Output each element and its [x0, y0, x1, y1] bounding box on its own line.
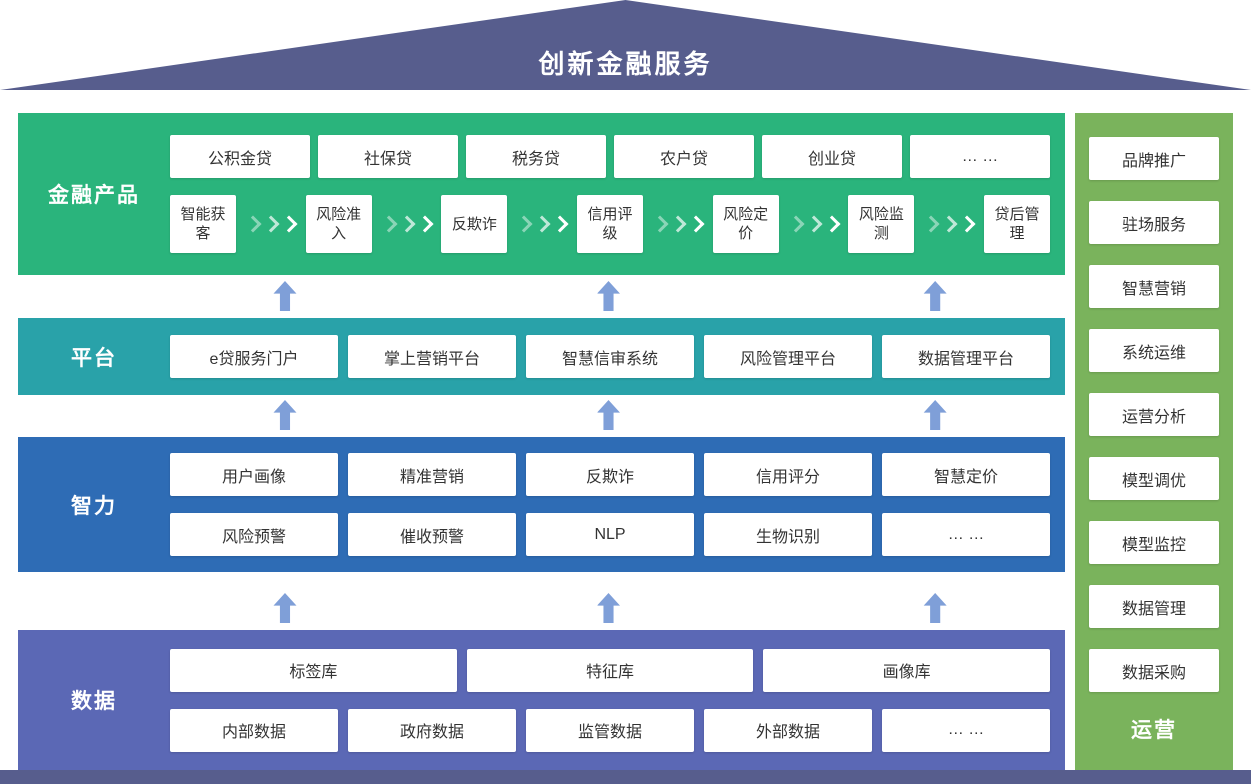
- data-source-item: 内部数据: [170, 708, 338, 752]
- data-row-1: 标签库 特征库 画像库: [170, 648, 1051, 692]
- intelligence-item: 生物识别: [704, 513, 872, 556]
- operations-item: 数据采购: [1089, 649, 1219, 692]
- up-arrow-icon: [923, 400, 947, 430]
- up-arrow-icon: [923, 593, 947, 623]
- operations-item: 系统运维: [1089, 329, 1219, 372]
- intelligence-item: 智慧定价: [882, 453, 1050, 496]
- process-step: 风险定价: [712, 195, 779, 253]
- process-step: 贷后管理: [984, 195, 1051, 253]
- band-platform: 平台 e贷服务门户 掌上营销平台 智慧信审系统 风险管理平台 数据管理平台: [18, 318, 1065, 395]
- loan-process-flow: 智能获客 风险准入 反欺诈 信用评级 风险定价 风险监测 贷后管理: [170, 195, 1051, 253]
- band-platform-content: e贷服务门户 掌上营销平台 智慧信审系统 风险管理平台 数据管理平台: [170, 318, 1065, 395]
- band-financial-products-label: 金融产品: [48, 184, 140, 207]
- layer-gap: [18, 395, 1065, 437]
- up-arrow-icon: [273, 593, 297, 623]
- platform-item: 智慧信审系统: [526, 335, 694, 378]
- band-data: 数据 标签库 特征库 画像库 内部数据 政府数据 监管数据 外部数据 … …: [18, 630, 1065, 770]
- chevron-right-icon: [507, 215, 577, 233]
- intelligence-item-more: … …: [882, 513, 1050, 556]
- process-step: 信用评级: [577, 195, 644, 253]
- intelligence-item: 信用评分: [704, 453, 872, 496]
- product-item: 社保贷: [318, 135, 458, 178]
- up-arrow-icon: [597, 593, 620, 623]
- band-financial-products: 金融产品 公积金贷 社保贷 税务贷 农户贷 创业贷 … … 智能获客 风险准入: [18, 113, 1065, 275]
- intelligence-item: 用户画像: [170, 453, 338, 496]
- process-step: 反欺诈: [441, 195, 508, 253]
- chevron-right-icon: [372, 215, 442, 233]
- up-arrow-icon: [923, 281, 947, 311]
- band-intelligence-label: 智力: [71, 494, 117, 518]
- platform-item: 风险管理平台: [704, 335, 872, 378]
- operations-item: 智慧营销: [1089, 265, 1219, 308]
- operations-item: 品牌推广: [1089, 137, 1219, 180]
- intelligence-row-2: 风险预警 催收预警 NLP 生物识别 … …: [170, 513, 1050, 556]
- product-item: 农户贷: [614, 135, 754, 178]
- operations-column: 品牌推广 驻场服务 智慧营销 系统运维 运营分析 模型调优 模型监控 数据管理 …: [1075, 113, 1233, 770]
- up-arrow-icon: [597, 281, 620, 311]
- data-store-item: 特征库: [466, 648, 754, 692]
- operations-item: 数据管理: [1089, 585, 1219, 628]
- intelligence-item: 精准营销: [348, 453, 516, 496]
- data-source-item-more: … …: [882, 708, 1050, 752]
- data-source-item: 外部数据: [704, 708, 872, 752]
- process-step: 智能获客: [170, 195, 236, 253]
- band-data-content: 标签库 特征库 画像库 内部数据 政府数据 监管数据 外部数据 … …: [170, 630, 1065, 770]
- product-item: 税务贷: [466, 135, 606, 178]
- band-data-label: 数据: [71, 690, 117, 713]
- intelligence-row-1: 用户画像 精准营销 反欺诈 信用评分 智慧定价: [170, 453, 1050, 496]
- band-financial-products-content: 公积金贷 社保贷 税务贷 农户贷 创业贷 … … 智能获客 风险准入 反欺诈: [170, 113, 1065, 275]
- up-arrow-icon: [273, 281, 297, 311]
- platform-item: 数据管理平台: [882, 335, 1050, 378]
- chevron-right-icon: [236, 215, 306, 233]
- process-step: 风险监测: [848, 195, 915, 253]
- platform-list: e贷服务门户 掌上营销平台 智慧信审系统 风险管理平台 数据管理平台: [170, 335, 1050, 378]
- main-area: 金融产品 公积金贷 社保贷 税务贷 农户贷 创业贷 … … 智能获客 风险准入: [0, 90, 1251, 770]
- operations-column-label: 运营: [1131, 719, 1177, 742]
- data-source-item: 监管数据: [526, 708, 694, 752]
- data-row-2: 内部数据 政府数据 监管数据 外部数据 … …: [170, 708, 1050, 752]
- band-platform-label: 平台: [71, 346, 117, 370]
- intelligence-item: 反欺诈: [526, 453, 694, 496]
- process-step: 风险准入: [305, 195, 372, 253]
- operations-item: 驻场服务: [1089, 201, 1219, 244]
- chevron-right-icon: [643, 215, 713, 233]
- diagram-title: 创新金融服务: [538, 49, 713, 79]
- band-intelligence: 智力 用户画像 精准营销 反欺诈 信用评分 智慧定价 风险预警 催收预警 NLP…: [18, 437, 1065, 572]
- base-bar: [0, 770, 1251, 784]
- chevron-right-icon: [914, 215, 984, 233]
- up-arrow-icon: [273, 400, 297, 430]
- layer-gap: [18, 572, 1065, 630]
- layer-stack: 金融产品 公积金贷 社保贷 税务贷 农户贷 创业贷 … … 智能获客 风险准入: [18, 113, 1065, 770]
- product-list: 公积金贷 社保贷 税务贷 农户贷 创业贷 … …: [170, 135, 1050, 178]
- operations-item: 模型调优: [1089, 457, 1219, 500]
- band-intelligence-content: 用户画像 精准营销 反欺诈 信用评分 智慧定价 风险预警 催收预警 NLP 生物…: [170, 437, 1065, 572]
- data-source-item: 政府数据: [348, 708, 516, 752]
- product-item: 公积金贷: [170, 135, 310, 178]
- data-store-item: 画像库: [763, 648, 1051, 692]
- product-item: 创业贷: [762, 135, 902, 178]
- roof: 创新金融服务: [0, 0, 1251, 90]
- platform-item: e贷服务门户: [170, 335, 338, 378]
- product-item-more: … …: [910, 135, 1050, 178]
- chevron-right-icon: [779, 215, 849, 233]
- layer-gap: [18, 275, 1065, 318]
- up-arrow-icon: [597, 400, 620, 430]
- intelligence-item: 催收预警: [348, 513, 516, 556]
- platform-item: 掌上营销平台: [348, 335, 516, 378]
- intelligence-item: NLP: [526, 513, 694, 556]
- data-store-item: 标签库: [170, 648, 457, 692]
- operations-item: 模型监控: [1089, 521, 1219, 564]
- operations-item: 运营分析: [1089, 393, 1219, 436]
- intelligence-item: 风险预警: [170, 513, 338, 556]
